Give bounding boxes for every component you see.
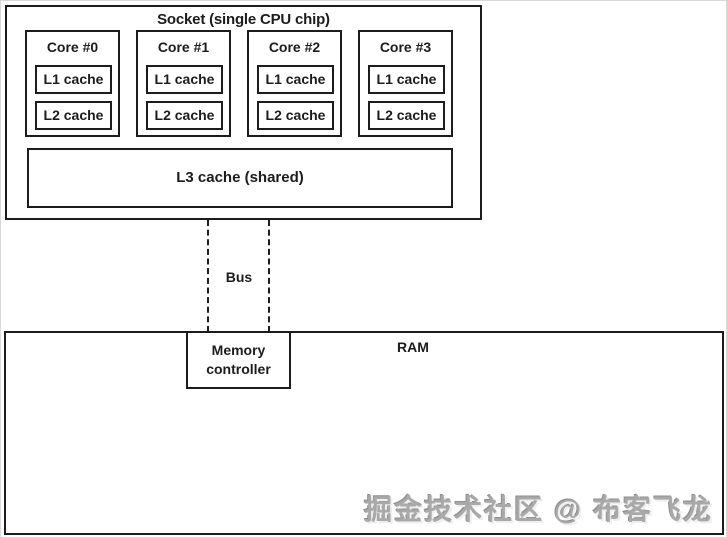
l1-cache-box: L1 cache [146, 65, 223, 94]
bus-dashed-line-right [268, 220, 270, 332]
core-label: Core #0 [46, 39, 99, 55]
socket-box: Socket (single CPU chip) Core #0 L1 cach… [5, 5, 482, 220]
bus-label: Bus [225, 269, 253, 285]
memory-controller-box: Memory controller [186, 331, 291, 389]
core-box-3: Core #3 L1 cache L2 cache [358, 30, 453, 137]
core-box-1: Core #1 L1 cache L2 cache [136, 30, 231, 137]
l2-cache-box: L2 cache [146, 101, 223, 130]
memory-controller-label-line1: Memory [211, 342, 266, 359]
ram-label: RAM [397, 339, 429, 355]
core-box-2: Core #2 L1 cache L2 cache [247, 30, 342, 137]
core-label: Core #3 [379, 39, 432, 55]
l2-cache-box: L2 cache [35, 101, 112, 130]
core-box-0: Core #0 L1 cache L2 cache [25, 30, 120, 137]
bus-dashed-line-left [207, 220, 209, 332]
core-label: Core #2 [268, 39, 321, 55]
watermark-text: 掘金技术社区 @ 布客飞龙 [364, 494, 713, 525]
ram-box: RAM [4, 331, 724, 535]
l1-cache-box: L1 cache [35, 65, 112, 94]
l2-cache-box: L2 cache [368, 101, 445, 130]
l2-cache-box: L2 cache [257, 101, 334, 130]
cores-row: Core #0 L1 cache L2 cache Core #1 L1 cac… [25, 30, 453, 137]
core-label: Core #1 [157, 39, 210, 55]
l3-cache-box: L3 cache (shared) [27, 148, 453, 208]
l1-cache-box: L1 cache [257, 65, 334, 94]
socket-title: Socket (single CPU chip) [157, 11, 330, 28]
l1-cache-box: L1 cache [368, 65, 445, 94]
memory-controller-label-line2: controller [206, 361, 271, 377]
